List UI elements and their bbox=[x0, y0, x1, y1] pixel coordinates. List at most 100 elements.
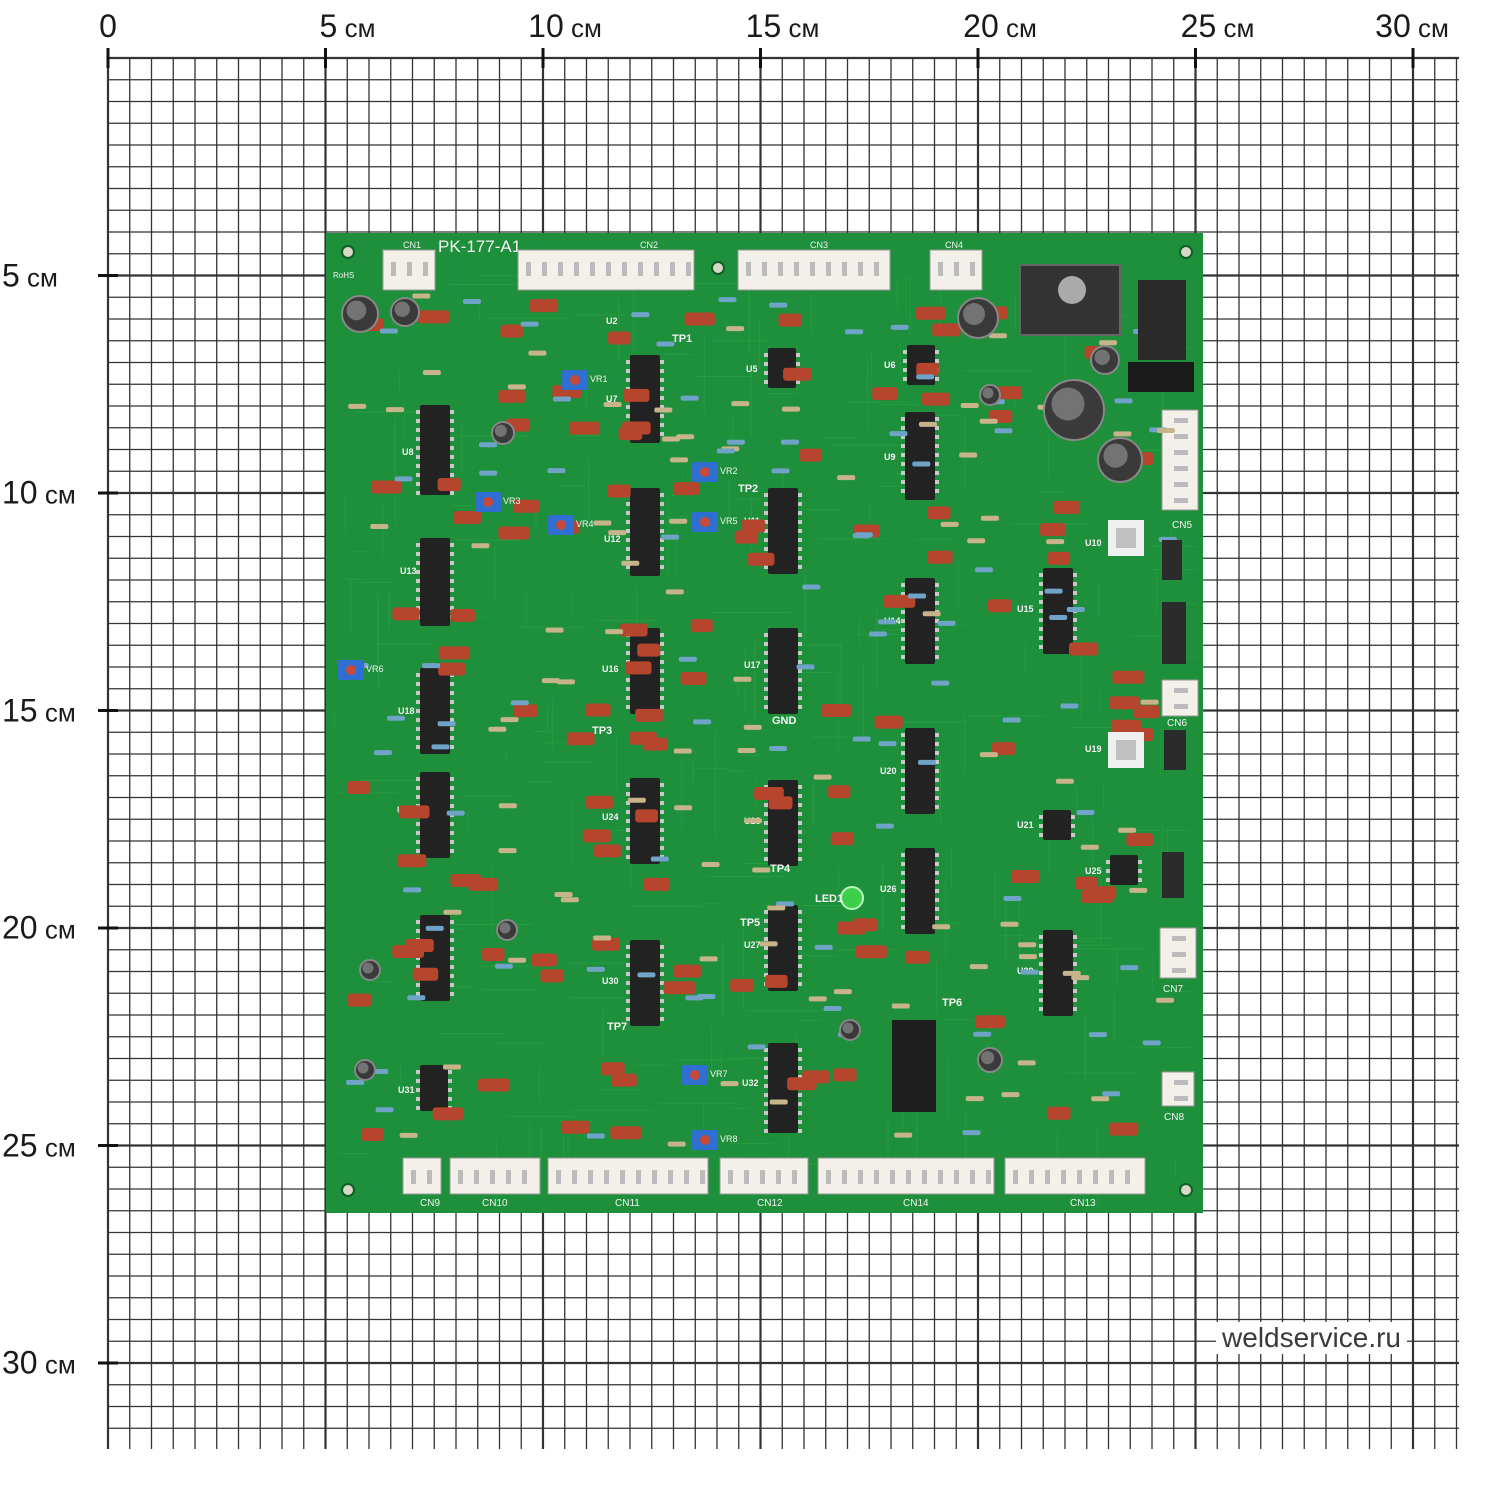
capacitor bbox=[477, 1078, 510, 1092]
chip-pin bbox=[798, 937, 802, 941]
chip-pin bbox=[935, 444, 939, 448]
chip-pin bbox=[450, 974, 454, 978]
chip-pin bbox=[798, 705, 802, 709]
capacitor bbox=[560, 1120, 590, 1134]
chip-pin bbox=[764, 642, 768, 646]
chip-pin bbox=[764, 946, 768, 950]
connector-pin bbox=[842, 1170, 847, 1184]
heatsink-screw bbox=[1058, 276, 1086, 304]
chip-pin bbox=[416, 700, 420, 704]
chip-pin bbox=[935, 426, 939, 430]
resistor bbox=[1076, 810, 1095, 816]
chip-pin bbox=[1039, 1007, 1043, 1011]
chip-pin bbox=[798, 919, 802, 923]
chip-pin bbox=[1073, 573, 1077, 577]
chip-pin bbox=[660, 493, 664, 497]
chip-pin bbox=[450, 606, 454, 610]
axis-number: 30 bbox=[2, 1344, 38, 1381]
chip-pin bbox=[798, 1048, 802, 1052]
x-axis-label: 20 см bbox=[963, 8, 1037, 45]
chip-pin bbox=[1039, 824, 1043, 828]
chip-pin bbox=[450, 992, 454, 996]
connector-pin bbox=[1125, 1170, 1130, 1184]
chip-pin bbox=[798, 1102, 802, 1106]
connector-pin bbox=[746, 262, 751, 276]
resistor bbox=[769, 745, 788, 751]
chip-pin bbox=[626, 696, 630, 700]
capacitor bbox=[1040, 523, 1066, 537]
chip-pin bbox=[626, 981, 630, 985]
trimmer-label: VR1 bbox=[590, 374, 608, 384]
chip-pin bbox=[764, 669, 768, 673]
resistor bbox=[348, 403, 367, 409]
chip-pin bbox=[798, 1057, 802, 1061]
chip-pin bbox=[1071, 824, 1075, 828]
chip-pin bbox=[626, 801, 630, 805]
resistor bbox=[680, 395, 699, 401]
trimmer-label: VR4 bbox=[576, 519, 594, 529]
resistor bbox=[875, 823, 894, 829]
chip-pin bbox=[660, 687, 664, 691]
chip-pin bbox=[901, 655, 905, 659]
chip-pin bbox=[660, 837, 664, 841]
chip-pin bbox=[935, 880, 939, 884]
capacitor bbox=[921, 392, 950, 406]
chip-label: U32 bbox=[742, 1078, 759, 1088]
connector-label: CN10 bbox=[482, 1198, 508, 1209]
y-axis-label: 10 см bbox=[2, 475, 76, 512]
test-point-label: GND bbox=[772, 715, 797, 727]
capacitor bbox=[610, 1126, 642, 1140]
connector-pin bbox=[874, 262, 879, 276]
chip-pin bbox=[935, 760, 939, 764]
resistor bbox=[375, 1107, 394, 1113]
chip-pin bbox=[798, 785, 802, 789]
chip-label: U8 bbox=[402, 447, 414, 457]
dip-chip bbox=[630, 488, 660, 576]
trimmer-label: VR7 bbox=[710, 1069, 728, 1079]
chip-pin bbox=[764, 803, 768, 807]
resistor bbox=[662, 436, 681, 442]
test-point-label: TP2 bbox=[738, 483, 758, 495]
axis-number: 10 bbox=[528, 8, 564, 44]
chip-pin bbox=[416, 419, 420, 423]
resistor bbox=[541, 678, 560, 684]
axis-unit: см bbox=[37, 479, 76, 510]
resistor bbox=[552, 396, 571, 402]
resistor bbox=[1080, 844, 1099, 850]
resistor bbox=[1020, 969, 1039, 975]
chip-pin bbox=[416, 965, 420, 969]
resistor bbox=[994, 428, 1013, 434]
dip-chip bbox=[420, 772, 450, 858]
connector-label: CN11 bbox=[615, 1198, 640, 1209]
resistor bbox=[370, 523, 389, 529]
chip-pin bbox=[798, 1093, 802, 1097]
resistor bbox=[1102, 1091, 1121, 1097]
chip-pin bbox=[1073, 600, 1077, 604]
resistor bbox=[471, 543, 490, 549]
chip-pin bbox=[764, 937, 768, 941]
chip-pin bbox=[798, 1066, 802, 1070]
capacitor bbox=[1112, 670, 1145, 684]
chip-pin bbox=[416, 992, 420, 996]
capacitor bbox=[529, 299, 559, 313]
chip-pin bbox=[1039, 609, 1043, 613]
capacitor-top bbox=[346, 300, 367, 321]
mounting-hole bbox=[1179, 245, 1193, 259]
resistor bbox=[554, 891, 573, 897]
resistor bbox=[631, 312, 650, 318]
resistor bbox=[508, 957, 527, 963]
capacitor bbox=[432, 1107, 464, 1121]
resistor bbox=[854, 532, 873, 538]
resistor bbox=[767, 905, 786, 911]
capacitor bbox=[592, 937, 620, 951]
chip-pin bbox=[626, 855, 630, 859]
chip-pin bbox=[798, 520, 802, 524]
chip-pin bbox=[935, 742, 939, 746]
chip-pin bbox=[935, 619, 939, 623]
resistor bbox=[520, 321, 539, 327]
chip-pin bbox=[796, 353, 800, 357]
chip-pin bbox=[764, 848, 768, 852]
chip-pin bbox=[798, 1111, 802, 1115]
capacitor-top bbox=[982, 387, 994, 399]
capacitor bbox=[623, 388, 650, 402]
